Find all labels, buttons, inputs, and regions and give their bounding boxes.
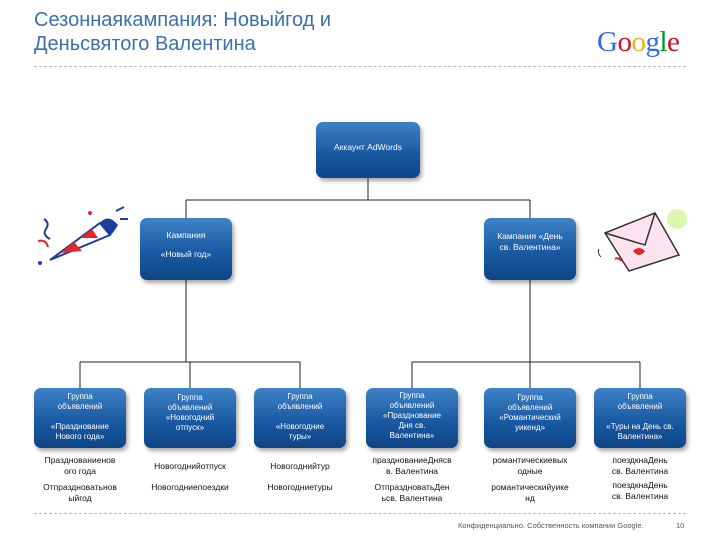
logo-letter: g xyxy=(645,26,660,58)
keyword: Новогодниепоездки xyxy=(144,482,236,493)
campaign-label-line: Кампания «День xyxy=(497,231,563,241)
keyword: Новогоднийотпуск xyxy=(144,461,236,472)
slide-title-line-1: Сезоннаякампания: Новыйгод и xyxy=(34,9,332,31)
logo-letter: o xyxy=(631,26,646,58)
keyword: Новогоднийтур xyxy=(254,461,346,472)
ad-group-box: Группа объявлений «Туры на День св. Вале… xyxy=(594,388,686,448)
ad-group-line: «Празднование xyxy=(383,411,441,420)
ad-group-box: Группа объявлений «Новогодние туры» xyxy=(254,388,346,448)
keyword-line: поездкнаДень xyxy=(612,480,668,490)
keyword-line: Празднованиенов xyxy=(44,455,116,465)
keyword-line: Новогоднийотпуск xyxy=(154,461,226,471)
ad-group-line xyxy=(260,412,340,422)
ad-group-line: «Новогодний xyxy=(165,413,215,422)
campaign-label-line: «Новый год» xyxy=(160,249,212,259)
ad-group-line: объявлений xyxy=(277,402,323,411)
top-divider xyxy=(34,66,686,67)
ad-group-line: «Туры на День св. xyxy=(606,422,674,431)
ad-group-line: объявлений xyxy=(617,402,663,411)
ad-group-line: «Романтический xyxy=(499,413,561,422)
keyword-line: ьсв. Валентина xyxy=(381,493,443,503)
account-label: Аккаунт AdWords xyxy=(334,142,402,152)
logo-letter: e xyxy=(667,26,680,58)
ad-group-box: Группа объявлений «Празднование Нового г… xyxy=(34,388,126,448)
keyword: романтическийуике нд xyxy=(484,482,576,504)
keyword: поездкнаДень св. Валентина xyxy=(594,480,686,502)
keyword-line: поездкнаДень xyxy=(612,455,668,465)
ad-group-line: «Празднование xyxy=(51,422,109,431)
keyword: Празднованиенов ого года xyxy=(34,455,126,477)
keyword: празднованиеДнясв в. Валентина xyxy=(366,455,458,477)
ad-group-line: Группа xyxy=(67,392,93,401)
logo-letter: l xyxy=(659,26,668,58)
slide-title-line-2: Деньсвятого Валентина xyxy=(34,33,256,55)
keyword-line: ОтпраздноватьДен xyxy=(374,482,450,492)
slide-title: Сезоннаякампания: Новыйгод и Деньсвятого… xyxy=(34,8,554,56)
keyword-line: в. Валентина xyxy=(385,466,439,476)
ad-group-line: Группа xyxy=(517,393,543,402)
ad-group-box: Группа объявлений «Празднование Дня св. … xyxy=(366,388,458,448)
keyword-line: нд xyxy=(525,493,535,503)
keyword: Отпраздноватьнов ыйгод xyxy=(34,482,126,504)
campaign-box-new-year: Кампания «Новый год» xyxy=(140,218,232,280)
keyword: ОтпраздноватьДен ьсв. Валентина xyxy=(366,482,458,504)
ad-group-line: объявлений xyxy=(507,403,553,412)
bottom-divider xyxy=(34,513,686,514)
ad-group-line: объявлений xyxy=(57,402,103,411)
ad-group-line: Валентина» xyxy=(389,431,435,440)
keyword-line: ого года xyxy=(64,466,96,476)
party-horn-icon xyxy=(37,206,128,265)
logo-letter: G xyxy=(597,26,618,58)
ad-group-line: Дня св. xyxy=(398,421,426,430)
keyword: поездкнаДень св. Валентина xyxy=(594,455,686,477)
ad-group-line: уикенд» xyxy=(514,423,546,432)
ad-group-line: Валентина» xyxy=(617,432,663,441)
ad-group-line: отпуск» xyxy=(175,423,205,432)
account-box: Аккаунт AdWords xyxy=(316,122,420,178)
keyword-line: романтическиевых xyxy=(492,455,568,465)
ad-group-box: Группа объявлений «Романтический уикенд» xyxy=(484,388,576,448)
ad-group-line: туры» xyxy=(288,432,312,441)
ad-group-line: Нового года» xyxy=(55,432,105,441)
keyword-line: ыйгод xyxy=(68,493,92,503)
keyword-line: Новогодниепоездки xyxy=(151,482,229,492)
keyword-line: св. Валентина xyxy=(611,466,669,476)
keyword: романтическиевых одные xyxy=(484,455,576,477)
keyword-line: одные xyxy=(517,466,543,476)
keyword: Новогодниетуры xyxy=(254,482,346,493)
ad-group-line: Группа xyxy=(287,392,313,401)
ad-group-box: Группа объявлений «Новогодний отпуск» xyxy=(144,388,236,448)
google-logo: Google xyxy=(597,26,680,59)
logo-letter: o xyxy=(617,26,632,58)
ad-group-line xyxy=(600,412,680,422)
campaign-label-line: Кампания xyxy=(166,230,206,240)
keyword-line: Новогодниетуры xyxy=(267,482,333,492)
keyword-line: Новогоднийтур xyxy=(270,461,330,471)
keyword-line: св. Валентина xyxy=(611,491,669,501)
ad-group-line: объявлений xyxy=(167,403,213,412)
page-number: 10 xyxy=(676,521,685,530)
footer-confidential: Конфиденциально. Собственность компании … xyxy=(458,521,644,530)
ad-group-line: объявлений xyxy=(389,401,435,410)
keyword-line: празднованиеДнясв xyxy=(372,455,452,465)
keyword-line: романтическийуике xyxy=(491,482,569,492)
campaign-box-valentine: Кампания «День св. Валентина» xyxy=(484,218,576,280)
ad-group-line: Группа xyxy=(177,393,203,402)
campaign-label-line: св. Валентина» xyxy=(499,242,561,252)
ad-group-line: «Новогодние xyxy=(275,422,325,431)
keyword-line: Отпраздноватьнов xyxy=(43,482,117,492)
ad-group-line: Группа xyxy=(627,392,653,401)
valentine-envelope-icon xyxy=(597,209,687,272)
ad-group-line xyxy=(40,412,120,422)
ad-group-line: Группа xyxy=(399,391,425,400)
